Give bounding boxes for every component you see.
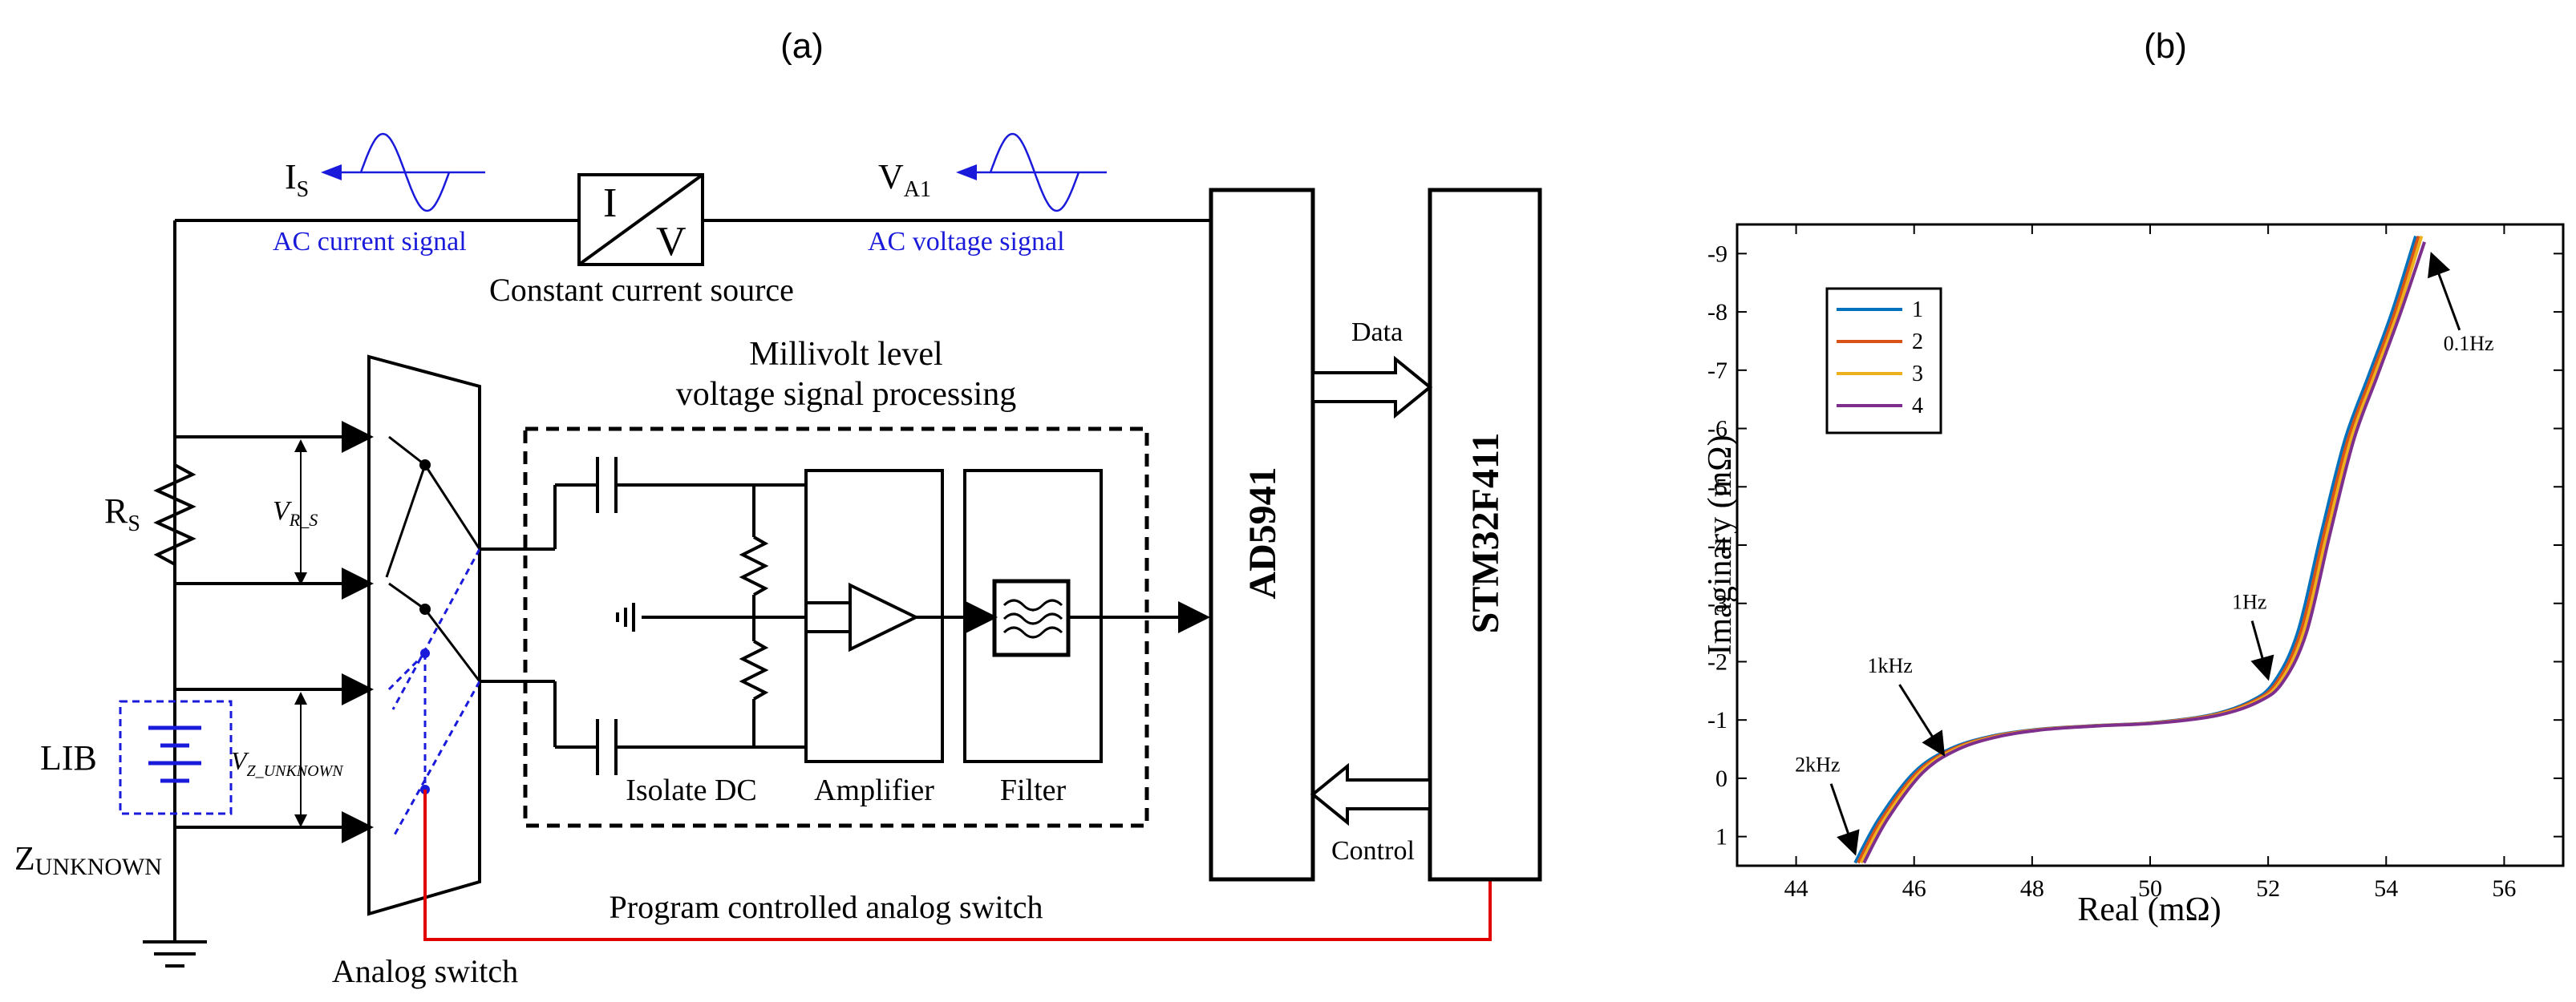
panel-b-label: (b): [2144, 26, 2187, 66]
annotation-label: 1Hz: [2232, 591, 2266, 614]
resistor-rs: [153, 457, 196, 569]
data-label: Data: [1351, 317, 1403, 347]
panel-a-label: (a): [780, 26, 824, 66]
lib-box: [119, 700, 233, 815]
amplifier-label: Amplifier: [814, 774, 934, 807]
y-tick-label: -5: [1707, 474, 1727, 500]
annotation-arrow: [1898, 684, 1946, 757]
lib-label: LIB: [40, 738, 97, 778]
source-v-text: V: [656, 219, 687, 265]
y-tick-label: -8: [1707, 299, 1727, 325]
alternate-switch-path: [387, 548, 481, 838]
y-tick-label: -3: [1707, 591, 1727, 617]
y-axis-ticks: 1 0 -1 -2 -3 -4 -5 -6 -7 -8 -9: [1707, 240, 2563, 850]
annotation-label: 2kHz: [1795, 754, 1840, 777]
vrs-label: VR_S: [273, 496, 318, 530]
x-axis-ticks: 44 46 48 50 52 54 56: [1784, 224, 2516, 902]
chart-series: [1853, 235, 2427, 864]
x-tick-label: 48: [2020, 875, 2044, 902]
x-tick-label: 50: [2138, 875, 2162, 902]
y-tick-label: -2: [1707, 648, 1727, 675]
resistor-top: [739, 535, 769, 596]
millivolt-title-line1: Millivolt level: [749, 336, 942, 373]
chart-annotations: 0.1Hz 1Hz 1kHz 2kHz: [1795, 252, 2494, 856]
is-sine-icon: [321, 132, 485, 212]
vz-label: VZ_UNKNOWN: [231, 746, 344, 780]
annotation-label: 0.1Hz: [2444, 332, 2494, 355]
series-line-4: [1862, 241, 2427, 864]
y-tick-label: -7: [1707, 358, 1727, 384]
battery-icon: [148, 725, 201, 783]
amplifier-triangle: [849, 582, 920, 653]
resistor-bottom: [739, 640, 769, 701]
y-tick-label: 0: [1715, 766, 1727, 792]
analog-switch-body: [367, 354, 481, 916]
data-arrow: [1311, 355, 1433, 419]
legend-box: [1825, 287, 1942, 434]
x-tick-label: 56: [2492, 875, 2516, 902]
annotation-arrow: [2250, 620, 2274, 681]
control-label: Control: [1331, 836, 1415, 866]
annotation-label: 1kHz: [1868, 654, 1913, 677]
x-tick-label: 52: [2256, 875, 2280, 902]
millivolt-title-line2: voltage signal processing: [676, 376, 1017, 413]
nyquist-chart: 44 46 48 50 52 54 56 1 0 -1 -2 -3 -4 -5 -6 -7 -8 -9 0.1H…: [1702, 223, 2565, 928]
y-tick-label: -6: [1707, 416, 1727, 442]
series-line-2: [1857, 235, 2420, 864]
is-label: IS: [285, 157, 309, 202]
source-i-text: I: [603, 180, 617, 226]
ad5941-label: AD5941: [1241, 467, 1284, 599]
rs-label: RS: [104, 491, 140, 536]
ac-current-signal-label: AC current signal: [273, 227, 467, 257]
y-tick-label: -1: [1707, 707, 1727, 733]
chart-legend: 1 2 3 4: [1825, 287, 1942, 434]
legend-label: 3: [1912, 362, 1923, 386]
analog-switch-label: Analog switch: [332, 953, 518, 989]
y-tick-label: -4: [1707, 532, 1727, 559]
va1-label: VA1: [878, 157, 931, 202]
control-wire: [423, 790, 1492, 941]
z-unknown-label: ZUNKNOWN: [14, 841, 162, 880]
filter-label: Filter: [1000, 774, 1067, 807]
program-switch-label: Program controlled analog switch: [610, 889, 1043, 925]
isolate-dc-label: Isolate DC: [626, 774, 757, 807]
control-arrow: [1310, 762, 1432, 826]
circuit-diagram: [143, 219, 1211, 968]
y-axis-label: Imaginary (mΩ): [1702, 435, 1739, 656]
x-axis-label: Real (mΩ): [2077, 891, 2221, 928]
y-tick-label: 1: [1715, 824, 1727, 850]
legend-label: 1: [1912, 297, 1923, 322]
legend-label: 4: [1912, 394, 1923, 418]
y-tick-label: -9: [1707, 240, 1727, 267]
signal-processing-circuit: [480, 457, 1210, 775]
x-tick-label: 54: [2374, 875, 2398, 902]
annotation-arrow: [2428, 252, 2461, 331]
va1-sine-icon: [956, 132, 1107, 212]
legend-label: 2: [1912, 329, 1923, 354]
stm32-label: STM32F411: [1464, 433, 1507, 634]
stm32-block: [1428, 188, 1542, 882]
ad5941-block: [1209, 188, 1315, 882]
x-tick-label: 44: [1784, 875, 1808, 902]
annotation-arrow: [1829, 783, 1860, 856]
constant-current-source-label: Constant current source: [489, 272, 794, 308]
ac-voltage-signal-label: AC voltage signal: [868, 227, 1065, 257]
millivolt-processing-box: [523, 426, 1149, 828]
series-line-3: [1859, 235, 2424, 864]
x-tick-label: 46: [1902, 875, 1926, 902]
constant-current-source-box: [577, 173, 704, 266]
